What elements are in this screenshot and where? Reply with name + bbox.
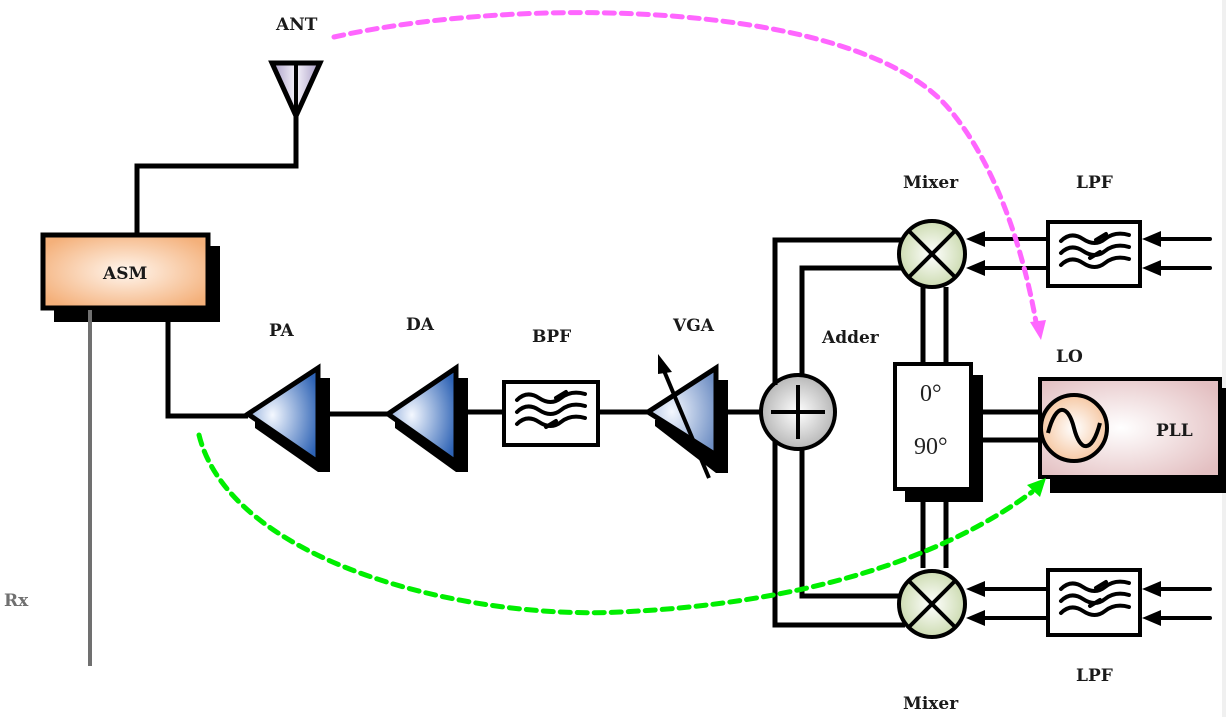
asm-label: ASM [102,264,147,284]
mixer-top-icon[interactable] [897,219,967,289]
phase-90-label: 90° [914,434,948,460]
bpf-label: BPF [532,327,571,347]
antenna-label: ANT [275,15,318,35]
adder-label: Adder [821,328,880,348]
antenna-wire [134,116,299,235]
mixer-top-label: Mixer [903,173,959,193]
pa-label: PA [269,321,295,341]
antenna-icon [268,60,324,123]
vga-amplifier-icon[interactable] [643,354,728,479]
lpf-bottom-filter-icon[interactable] [1046,568,1142,637]
bpf-filter-icon[interactable] [502,380,600,447]
lpf-bottom-label: LPF [1076,666,1113,686]
adder-mixer-top-outer-wire [772,237,902,385]
rx-label: Rx [4,591,29,611]
da-label: DA [406,315,435,335]
right-edge-strip [1222,0,1226,717]
lpf-top-filter-icon[interactable] [1046,220,1142,288]
mixer-bottom-icon[interactable] [897,569,967,639]
adder-icon[interactable] [759,373,837,451]
asm-block[interactable]: ASM [40,232,220,322]
lpf-top-mixer-arrows [966,231,1048,276]
asm-pa-wire [165,322,248,419]
lpf-bottom-input-arrows [1142,581,1212,626]
lo-label: LO [1056,347,1083,367]
mixer-bottom-label: Mixer [903,694,959,714]
pll-label: PLL [1156,421,1193,441]
phase-shifter-block[interactable]: 0° 90° [893,362,983,502]
da-amplifier-icon[interactable] [383,363,468,472]
adder-mixer-top-inner-wire [799,265,902,375]
lpf-bottom-mixer-arrows [966,581,1048,626]
vga-label: VGA [672,316,715,336]
adder-mixer-bottom-outer-wire [772,440,905,628]
green-dashed-arrow-pa-to-lo [196,432,1046,616]
pa-amplifier-icon[interactable] [243,363,330,472]
adder-mixer-bottom-inner-wire [799,450,902,599]
lo-oscillator-icon[interactable] [1039,393,1109,463]
lpf-top-label: LPF [1076,173,1113,193]
pink-dashed-arrow-ant-to-lo [331,10,1046,340]
lpf-top-input-arrows [1142,231,1212,276]
phase-0-label: 0° [920,381,942,407]
